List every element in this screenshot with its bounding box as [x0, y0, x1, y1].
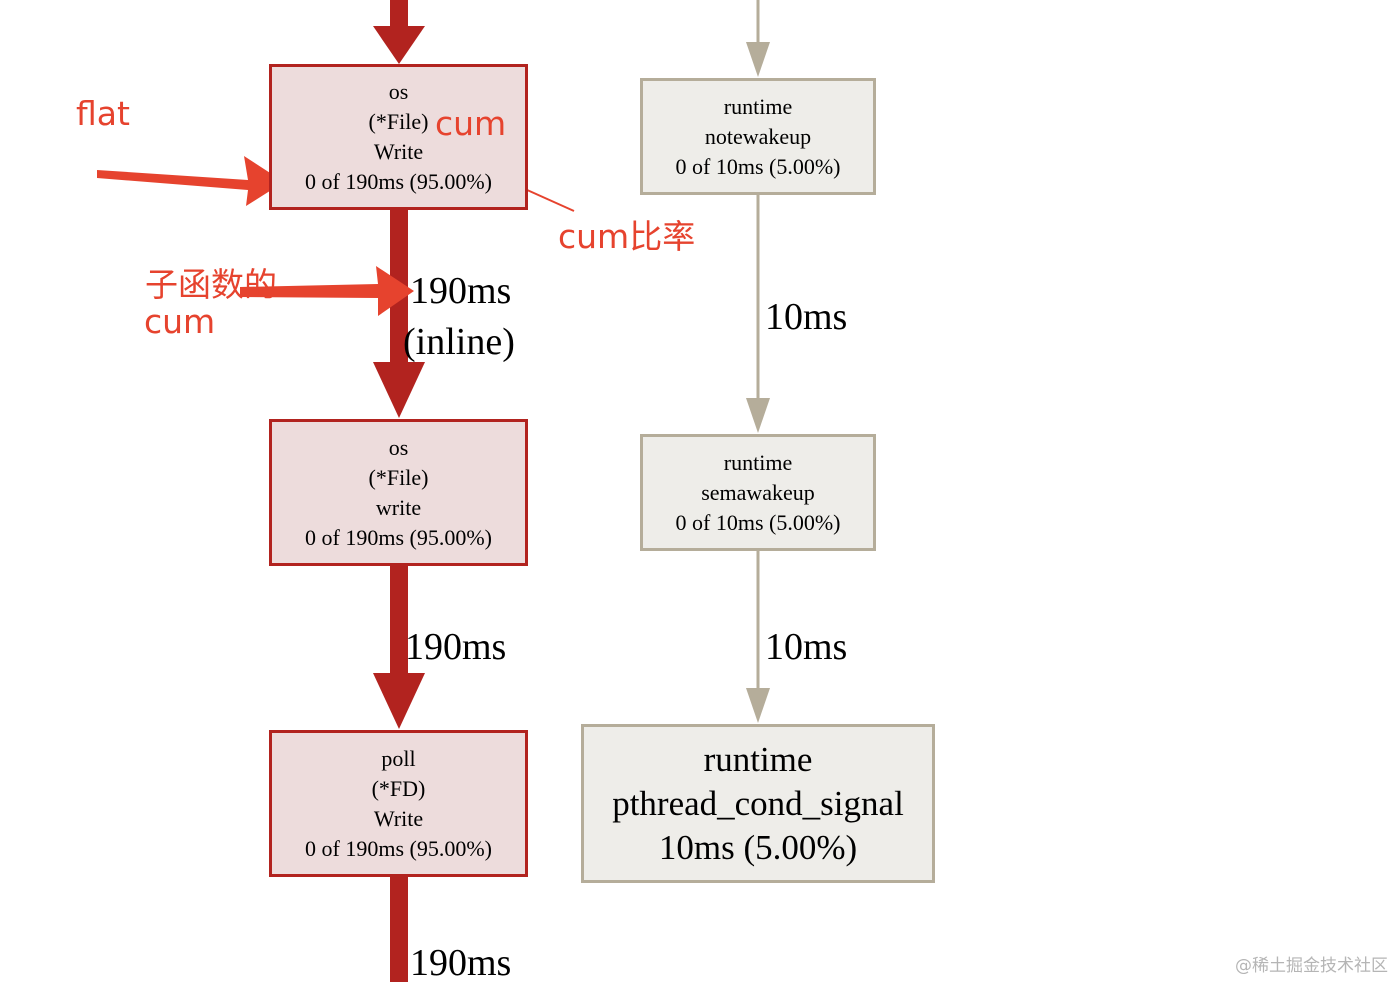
edge-arrowhead-notewakeup-to-semawakeup — [746, 398, 770, 433]
node-package-label: runtime — [723, 449, 793, 475]
node-cost-label: 0 of 10ms (5.00%) — [675, 509, 841, 535]
edge-label-190ms-inline: 190ms — [410, 270, 512, 312]
edge-shaft-outgoing — [390, 876, 408, 982]
annotation-cum-ratio: cum比率 — [558, 217, 696, 256]
edge-arrowhead-incoming — [373, 26, 425, 64]
node-os-file-write[interactable]: os (*File) Write 0 of 190ms (95.00%) — [269, 64, 528, 210]
node-receiver-label: (*FD) — [371, 775, 426, 801]
annotation-arrow-child-cum — [240, 266, 414, 316]
node-cost-label: 0 of 10ms (5.00%) — [675, 153, 841, 179]
node-cost-label: 10ms (5.00%) — [658, 827, 858, 867]
edge-shaft-incoming — [390, 0, 408, 28]
annotation-flat: flat — [76, 94, 130, 133]
node-package-label: os — [388, 434, 409, 460]
annotation-child-cum-line2: cum — [144, 302, 216, 341]
node-function-label: Write — [373, 805, 424, 831]
node-package-label: os — [388, 79, 409, 104]
node-receiver-label: (*File) — [368, 109, 429, 134]
node-function-label: notewakeup — [704, 123, 812, 149]
node-runtime-semawakeup[interactable]: runtime semawakeup 0 of 10ms (5.00%) — [640, 434, 876, 551]
node-function-label: Write — [373, 139, 424, 164]
node-package-label: runtime — [723, 93, 793, 119]
annotation-child-cum-line1: 子函数的 — [145, 265, 277, 304]
annotation-cum: cum — [435, 104, 507, 143]
edge-label-inline: (inline) — [403, 321, 515, 363]
edge-shaft-os-write-to-poll-write — [390, 565, 408, 677]
node-package-label: runtime — [703, 739, 813, 779]
edge-label-10ms-upper: 10ms — [765, 296, 848, 338]
watermark: @稀土掘金技术社区 — [1235, 956, 1388, 976]
node-cost-label: 0 of 190ms (95.00%) — [305, 835, 492, 861]
edge-label-10ms-lower: 10ms — [765, 626, 848, 668]
node-poll-fd-write[interactable]: poll (*FD) Write 0 of 190ms (95.00%) — [269, 730, 528, 877]
node-function-label: pthread_cond_signal — [612, 783, 904, 823]
node-function-label: semawakeup — [701, 479, 815, 505]
node-cost-label: 0 of 190ms (95.00%) — [305, 524, 492, 550]
node-cost-label: 0 of 190ms (95.00%) — [305, 169, 492, 194]
annotation-arrow-flat — [97, 156, 284, 206]
edge-arrowhead-os-write-to-os-write — [373, 362, 425, 418]
node-package-label: poll — [381, 745, 416, 771]
node-os-file-write-lower[interactable]: os (*File) write 0 of 190ms (95.00%) — [269, 419, 528, 566]
edge-label-190ms-bottom: 190ms — [410, 942, 512, 984]
edge-arrowhead-semawakeup-to-signal — [746, 688, 770, 723]
edge-arrowhead-incoming-runtime — [746, 42, 770, 77]
node-runtime-notewakeup[interactable]: runtime notewakeup 0 of 10ms (5.00%) — [640, 78, 876, 195]
edge-arrowhead-os-write-to-poll-write — [373, 673, 425, 729]
edge-label-190ms: 190ms — [405, 626, 507, 668]
node-function-label: write — [375, 494, 422, 520]
node-receiver-label: (*File) — [368, 464, 429, 490]
node-runtime-pthread-cond-signal[interactable]: runtime pthread_cond_signal 10ms (5.00%) — [581, 724, 935, 883]
